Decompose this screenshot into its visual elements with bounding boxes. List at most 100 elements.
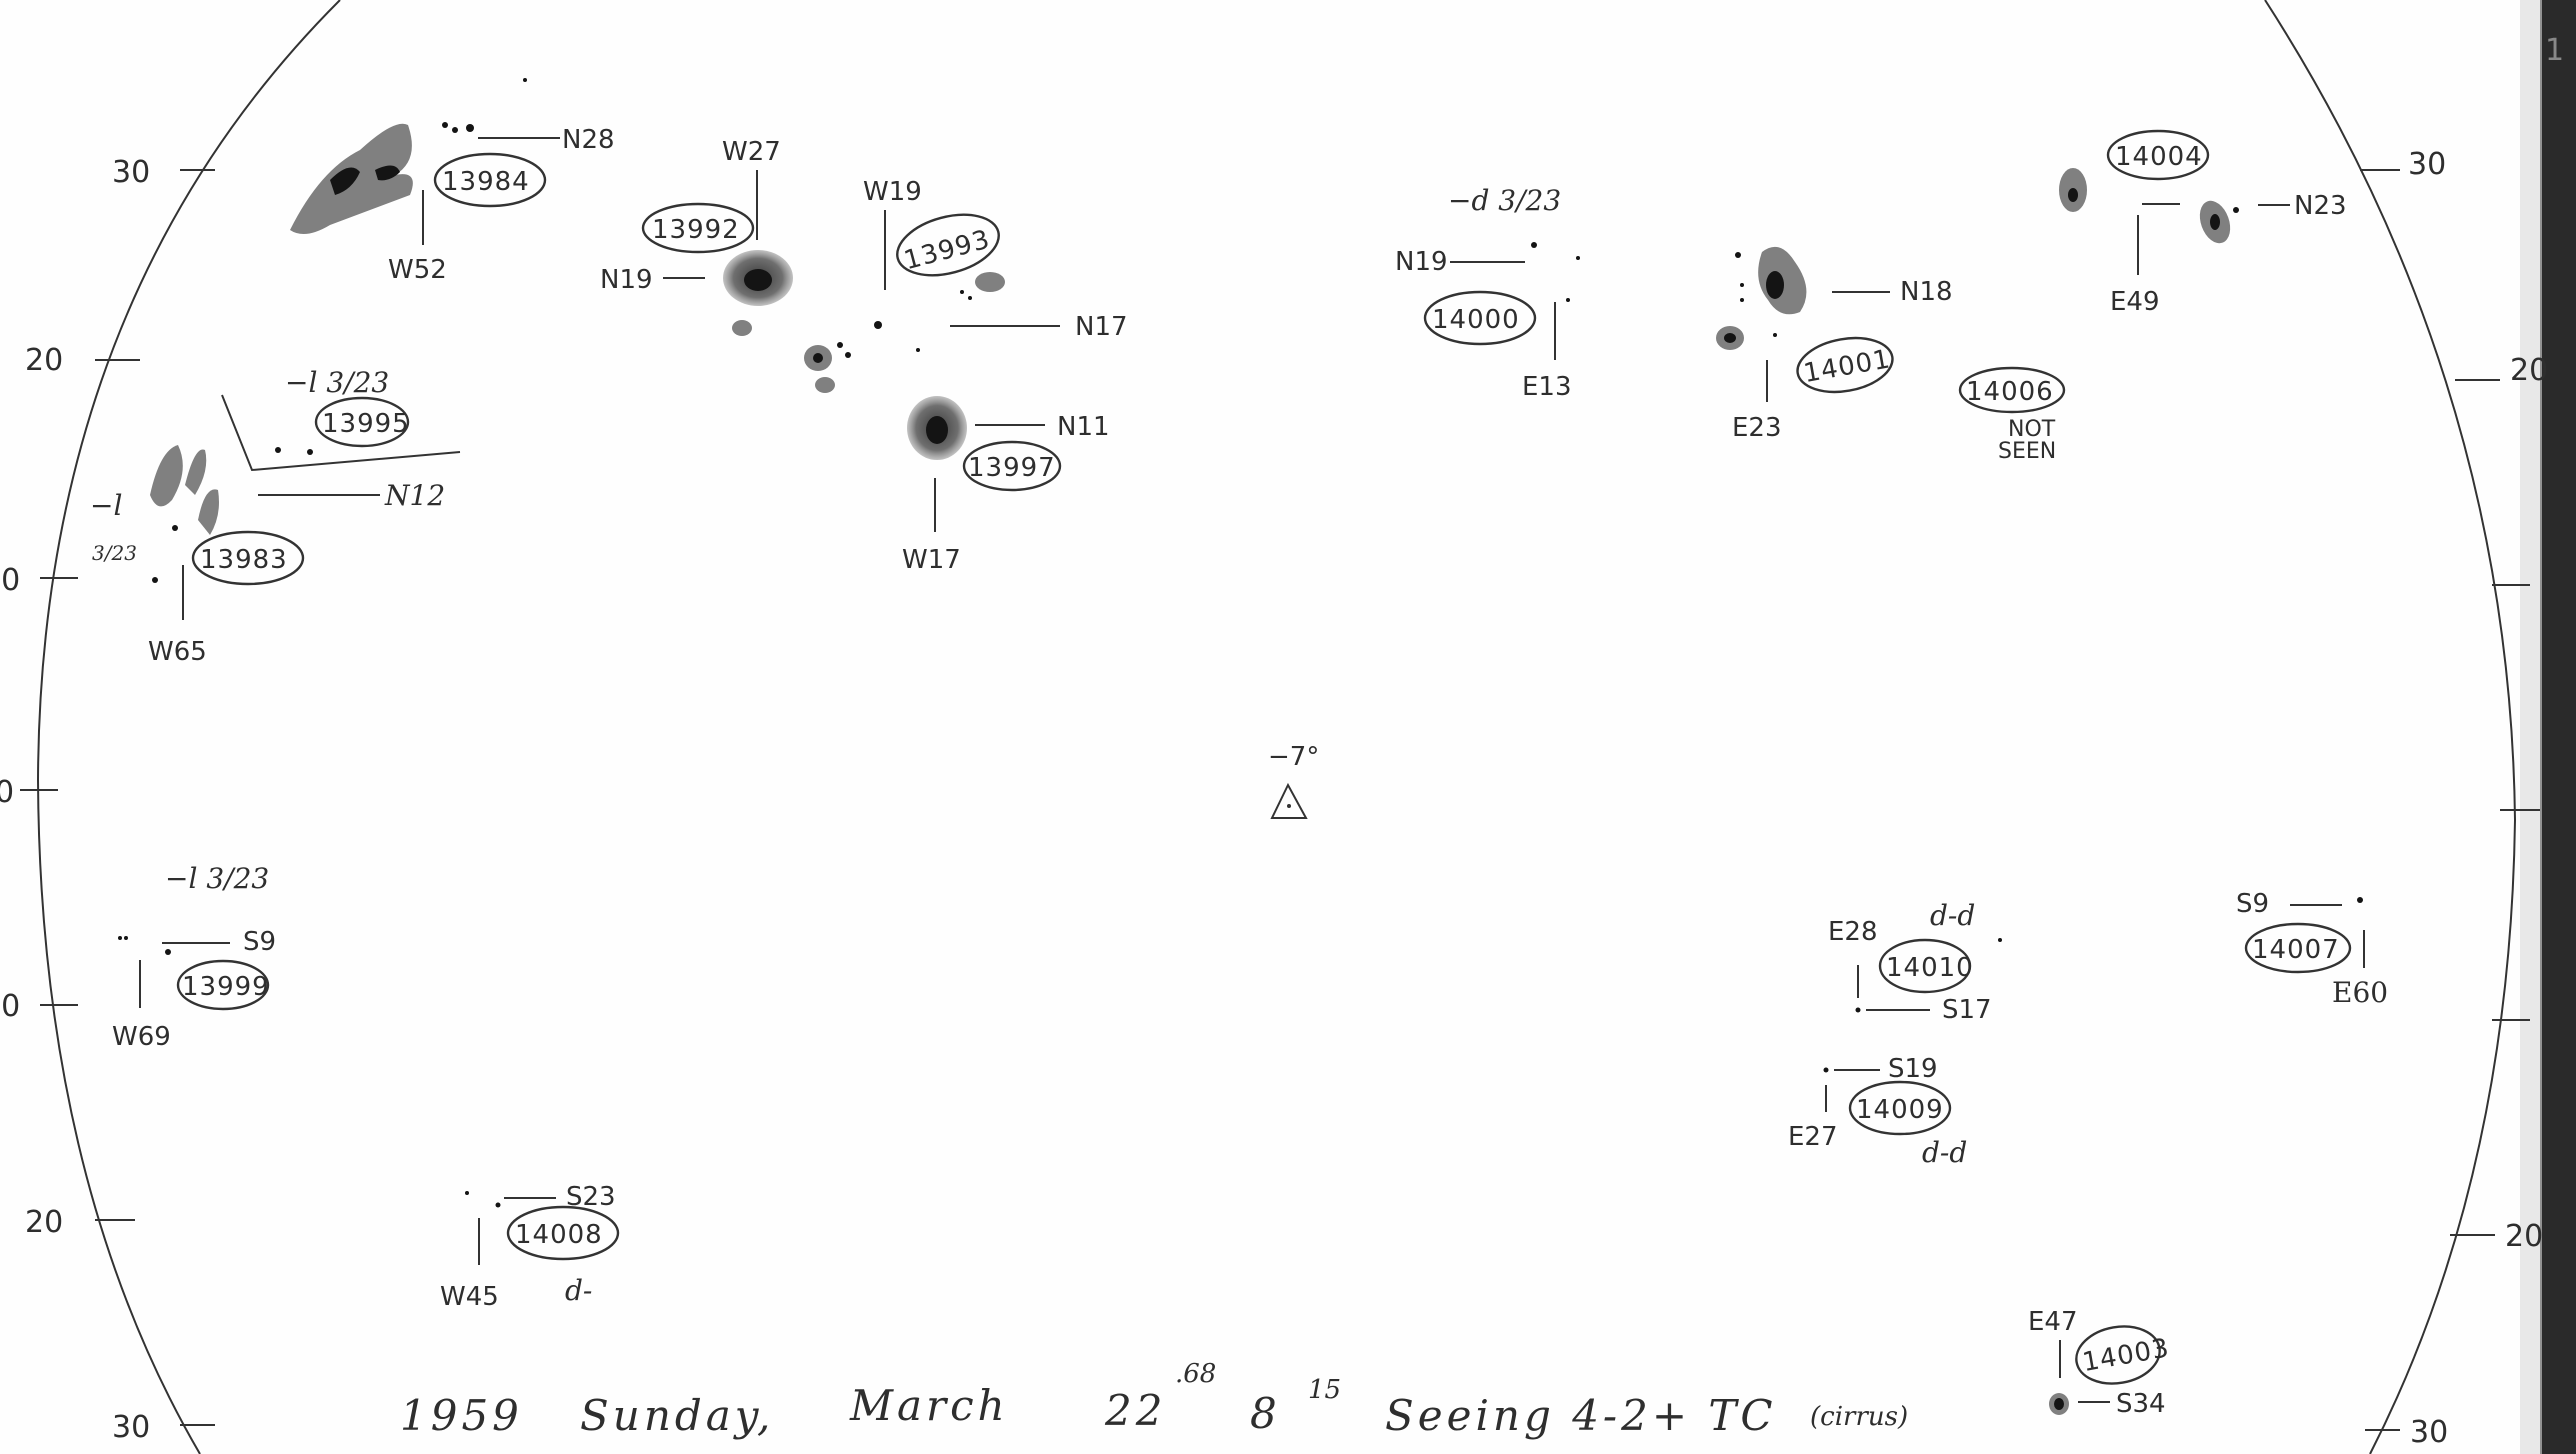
note-14009: d-d <box>1922 1136 1967 1169</box>
scale-left-10-bottom: 10 <box>0 989 20 1024</box>
scale-left-0: 0 <box>0 775 14 810</box>
number-13995: 13995 <box>322 409 410 439</box>
status-14006-line2: SEEN <box>1998 439 2056 464</box>
scale-right-30-bottom: 30 <box>2410 1415 2448 1450</box>
region-14004: 14004 N23 E49 <box>2059 129 2347 317</box>
solar-limb-left <box>36 0 341 1454</box>
number-14010: 14010 <box>1886 953 1974 983</box>
number-14006: 14006 <box>1966 377 2054 407</box>
title-seeing: Seeing 4-2+ TC <box>1385 1391 1777 1440</box>
scale-left-30-bottom: 30 <box>112 1410 150 1445</box>
number-13992: 13992 <box>652 215 740 245</box>
lat-14001: N18 <box>1900 277 1953 307</box>
number-14003: 14003 <box>2080 1333 2172 1378</box>
lat-13997: N11 <box>1057 412 1110 442</box>
scale-left-10-top: 10 <box>0 563 20 598</box>
lon-14009: E27 <box>1788 1122 1838 1152</box>
lat-14009: S19 <box>1888 1054 1938 1084</box>
note-13999: −l 3/23 <box>165 862 269 895</box>
region-13997: N11 13997 W17 <box>902 396 1110 575</box>
number-13999: 13999 <box>182 972 270 1002</box>
number-13984: 13984 <box>442 167 530 197</box>
number-13997: 13997 <box>968 453 1056 483</box>
number-14008: 14008 <box>515 1220 603 1250</box>
region-14000: −d 3/23 N19 14000 E13 <box>1395 184 1580 402</box>
number-14004: 14004 <box>2115 142 2203 172</box>
region-13999: −l 3/23 S9 13999 W69 <box>112 862 276 1052</box>
number-14007: 14007 <box>2252 935 2340 965</box>
scale-left-20-bottom: 20 <box>25 1205 63 1240</box>
region-14009: S19 14009 E27 d-d <box>1788 1054 1967 1169</box>
region-13984: N28 13984 W52 <box>290 78 615 285</box>
lat-13984: N28 <box>562 125 615 155</box>
scale-right-20-top: 20 <box>2510 353 2548 388</box>
paper-edge-shadow <box>2520 0 2542 1454</box>
lon-14003: E47 <box>2028 1307 2078 1337</box>
lon-14007: E60 <box>2332 976 2388 1009</box>
lon-13997: W17 <box>902 545 961 575</box>
region-14006: 14006 NOT SEEN <box>1958 366 2066 464</box>
region-13995: −l 3/23 13995 N12 <box>221 366 461 512</box>
lat-13992: N19 <box>600 265 653 295</box>
lon-14010: E28 <box>1828 917 1878 947</box>
lon-13992: W27 <box>722 137 781 167</box>
number-14001: 14001 <box>1801 344 1893 389</box>
scale-left-30-top: 30 <box>112 155 150 190</box>
note-date-13983: 3/23 <box>92 541 137 565</box>
solar-limb-right <box>2264 0 2517 1454</box>
title-note: (cirrus) <box>1810 1402 1908 1432</box>
lat-14010: S17 <box>1942 995 1992 1025</box>
status-14006-line1: NOT <box>2008 417 2056 442</box>
title-date: 22 <box>1104 1386 1166 1435</box>
lat-14004: N23 <box>2294 191 2347 221</box>
note-14000: −d 3/23 <box>1448 184 1561 217</box>
lon-14000: E13 <box>1522 372 1572 402</box>
number-14009: 14009 <box>1856 1095 1944 1125</box>
note-13995: −l 3/23 <box>285 366 389 399</box>
disc-center-mark: −7° <box>1268 742 1319 819</box>
title-time-sup: 15 <box>1308 1375 1341 1405</box>
region-14010: E28 d-d 14010 S17 <box>1828 899 2002 1025</box>
lat-13993: N17 <box>1075 312 1128 342</box>
lon-14004: E49 <box>2110 287 2160 317</box>
lon-13993: W19 <box>863 177 922 207</box>
number-13983: 13983 <box>200 545 288 575</box>
region-13983: −l 3/23 13983 W65 <box>90 445 305 667</box>
scale-left-20-top: 20 <box>25 343 63 378</box>
region-14003: E47 14003 S34 <box>2028 1307 2172 1419</box>
lat-13995: N12 <box>384 479 445 512</box>
lat-14000: N19 <box>1395 247 1448 277</box>
region-14007: S9 14007 E60 <box>2236 889 2388 1009</box>
lon-13984: W52 <box>388 255 447 285</box>
scale-right-30-top: 30 <box>2408 147 2446 182</box>
title-date-sup: .68 <box>1175 1359 1216 1389</box>
title-day: Sunday, <box>580 1391 774 1440</box>
left-latitude-scale: 30 20 10 0 10 20 30 <box>0 155 215 1445</box>
center-angle-label: −7° <box>1268 742 1319 772</box>
lat-13999: S9 <box>243 927 276 957</box>
scale-right-20-bottom: 20 <box>2505 1219 2543 1254</box>
number-14000: 14000 <box>1432 305 1520 335</box>
note-14010: d-d <box>1930 899 1975 932</box>
number-13993: 13993 <box>901 225 993 277</box>
lon-14001: E23 <box>1732 413 1782 443</box>
lon-13999: W69 <box>112 1022 171 1052</box>
region-14008: S23 14008 W45 d- <box>440 1182 620 1312</box>
title-time: 8 <box>1250 1389 1281 1438</box>
region-13992: 13992 W27 N19 <box>600 137 793 336</box>
lat-14007: S9 <box>2236 889 2269 919</box>
note-14008: d- <box>565 1274 592 1307</box>
paper-edge <box>2540 0 2576 1454</box>
right-latitude-scale: 30 20 20 30 1 <box>2360 33 2564 1450</box>
title-year: 1959 <box>400 1391 523 1440</box>
observation-title: 1959 Sunday, March 22 .68 8 15 Seeing 4-… <box>400 1359 1908 1440</box>
lon-14008: W45 <box>440 1282 499 1312</box>
lat-14003: S34 <box>2116 1389 2166 1419</box>
title-month: March <box>849 1381 1009 1430</box>
note-13983: −l <box>90 489 122 522</box>
corner-mark: 1 <box>2545 33 2564 68</box>
region-14001: N18 14001 E23 <box>1716 246 1953 443</box>
lon-13983: W65 <box>148 637 207 667</box>
region-13993: W19 13993 N17 <box>804 177 1128 393</box>
